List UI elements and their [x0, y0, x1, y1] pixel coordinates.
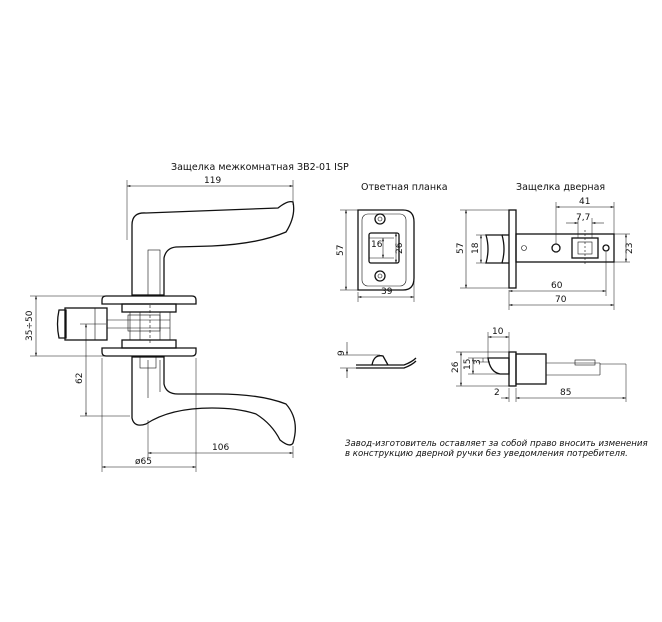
strike-plate-side-view [340, 342, 417, 378]
latch-front-view [460, 202, 630, 310]
dim-latch-side-3: 3 [473, 359, 483, 365]
dim-strike-thickness: 9 [337, 350, 347, 356]
dim-latch-tongue-height: 18 [471, 242, 481, 254]
dim-latch-length: 70 [555, 295, 567, 305]
upper-lever [131, 200, 295, 296]
dim-latch-face-height: 57 [456, 243, 466, 254]
manufacturer-note-line-1: Завод-изготовитель оставляет за собой пр… [345, 439, 648, 449]
door-latch-caption: Защелка дверная [516, 182, 605, 193]
dim-lever-reach: 106 [212, 443, 229, 453]
dim-latch-total-length: 85 [560, 388, 571, 398]
dim-door-thickness: 35÷50 [25, 310, 35, 341]
dim-latch-backset: 60 [551, 281, 563, 291]
dim-latch-hole-offset: 41 [579, 197, 590, 207]
dim-strike-width: 39 [381, 287, 393, 297]
strike-plate-front-view [340, 209, 415, 302]
dim-lever-length: 119 [204, 176, 221, 186]
dim-axis-height: 62 [75, 373, 85, 384]
upper-rosette [101, 295, 197, 305]
dim-strike-height: 57 [336, 245, 346, 256]
strike-plate-caption: Ответная планка [361, 182, 448, 193]
dim-latch-tongue-projection: 10 [492, 327, 504, 337]
dim-strike-slot-height: 16 [371, 240, 383, 250]
dim-strike-slot-width: 26 [395, 242, 405, 254]
handle-assembly-view: 35÷50 62 [25, 180, 296, 472]
dim-latch-plate-thickness: 2 [494, 388, 500, 398]
dim-rosette-diameter: ø65 [135, 457, 152, 467]
dim-latch-side-15: 15 [463, 359, 473, 370]
lower-rosette [101, 347, 197, 357]
dim-latch-square: 7,7 [576, 213, 590, 223]
drawing-title: Защелка межкомнатная ЗВ2-01 ISP [171, 162, 349, 173]
dim-latch-body-height: 23 [625, 243, 635, 254]
manufacturer-note-line-2: в конструкцию дверной ручки без уведомле… [345, 449, 628, 459]
latch-side-view [456, 332, 627, 402]
dim-latch-side-height: 26 [451, 361, 461, 373]
lower-lever [131, 356, 296, 446]
